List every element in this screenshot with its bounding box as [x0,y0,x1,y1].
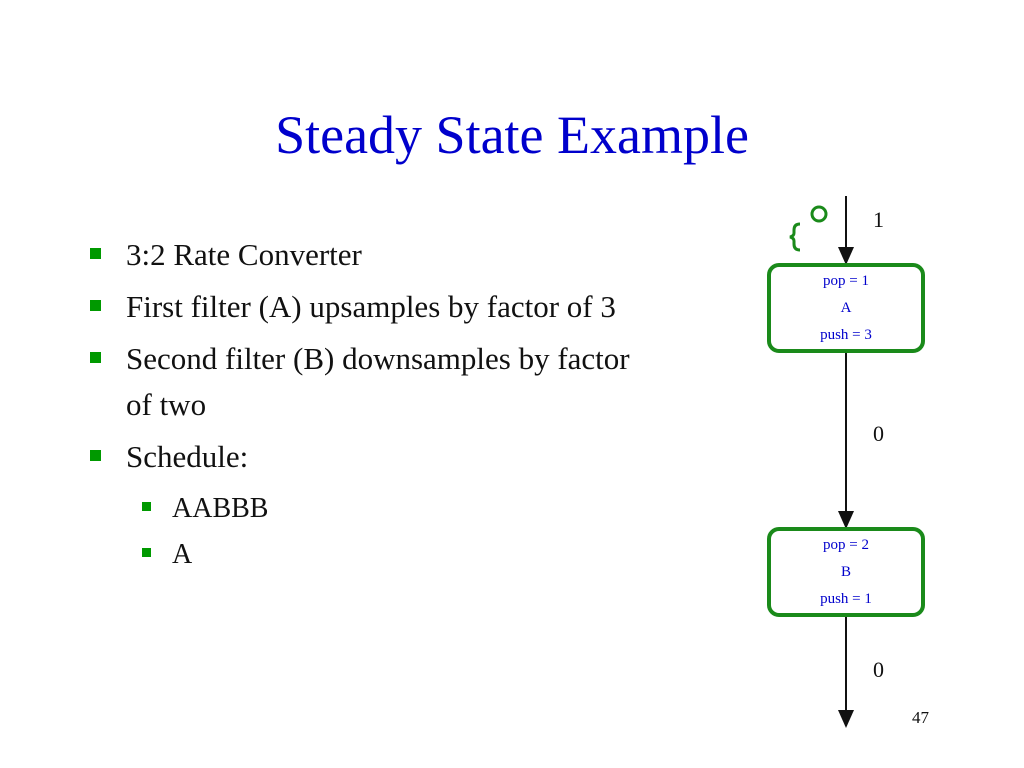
sub-bullet-text: AABBB [172,493,269,524]
sub-bullet-item: A [88,532,648,578]
bullet-item: Schedule: [88,434,648,480]
bullet-item: Second filter (B) downsamples by factor … [88,336,648,428]
middle-count: 0 [873,421,884,446]
filter-a-push: push = 3 [820,326,872,343]
bullet-text: First filter (A) upsamples by factor of … [126,289,616,324]
input-count: 1 [873,207,884,232]
sub-bullet-item: AABBB [88,486,648,532]
bullet-text: 3:2 Rate Converter [126,237,362,272]
bullet-marker-icon [90,300,101,311]
slide-title: Steady State Example [275,105,749,165]
bullet-marker-icon [90,450,101,461]
bullet-item: 3:2 Rate Converter [88,232,648,278]
bullet-item: First filter (A) upsamples by factor of … [88,284,648,330]
filter-b-pop: pop = 2 [823,536,869,553]
bullet-marker-icon [90,248,101,259]
sub-bullet-marker-icon [142,502,151,511]
filter-a-box: pop = 1 A push = 3 [767,263,925,353]
filter-a-name: A [840,299,852,316]
output-count: 0 [873,657,884,682]
page-number: 47 [912,708,929,727]
filter-b-push: push = 1 [820,590,872,607]
bullet-marker-icon [90,352,101,363]
bullet-text: Schedule: [126,439,249,474]
sub-bullet-text: A [172,539,193,570]
bullet-list: 3:2 Rate Converter First filter (A) upsa… [88,232,648,578]
cursor-marker-icon [789,205,828,252]
filter-a-pop: pop = 1 [823,272,869,289]
filter-b-box: pop = 2 B push = 1 [767,527,925,617]
sub-bullet-marker-icon [142,548,151,557]
filter-b-name: B [840,563,851,580]
bullet-text: Second filter (B) downsamples by factor … [126,341,630,422]
